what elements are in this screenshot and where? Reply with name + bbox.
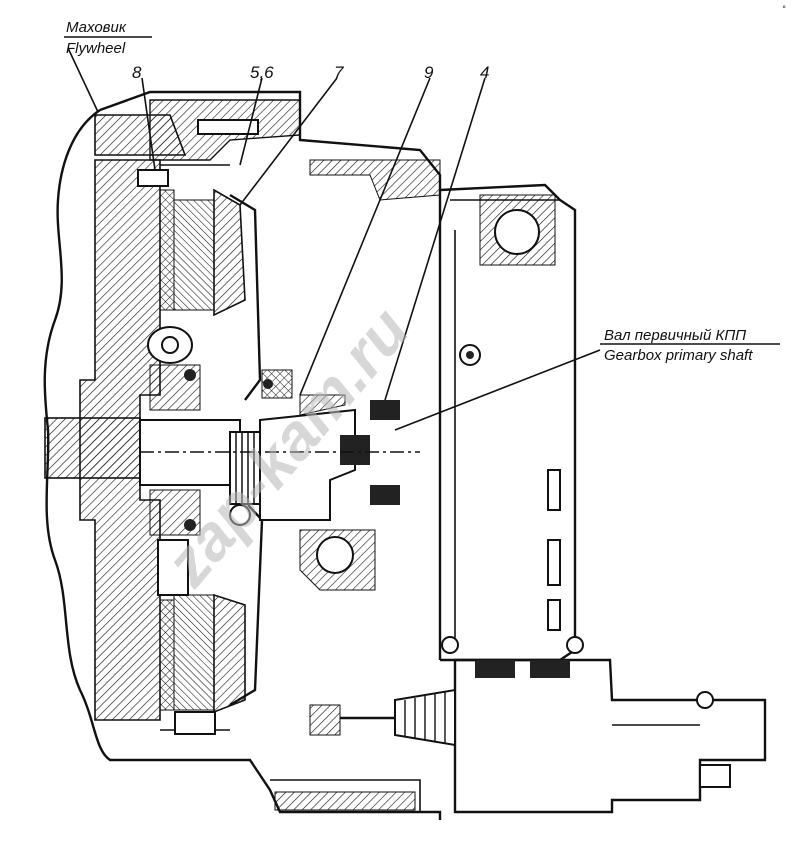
label-shaft-en: Gearbox primary shaft bbox=[604, 347, 753, 364]
corner-mark: ° bbox=[782, 4, 786, 14]
friction-disc bbox=[159, 189, 215, 711]
fastener-bolts bbox=[137, 119, 259, 735]
primary-shaft bbox=[44, 400, 420, 521]
release-bearing bbox=[229, 369, 346, 526]
leader-lines bbox=[64, 36, 780, 431]
label-flywheel-ru: Маховик bbox=[66, 19, 127, 36]
slave-cylinder bbox=[309, 658, 767, 814]
label-shaft-ru: Вал первичный КПП bbox=[604, 327, 746, 344]
label-part-8: 8 bbox=[132, 63, 142, 82]
label-part-7: 7 bbox=[334, 63, 344, 82]
clutch-hub bbox=[147, 326, 201, 596]
label-flywheel-en: Flywheel bbox=[66, 40, 126, 57]
label-part-9: 9 bbox=[424, 63, 434, 82]
label-part-5-6: 5,6 bbox=[250, 63, 274, 82]
pressure-plate bbox=[160, 164, 264, 731]
label-part-4: 4 bbox=[480, 63, 489, 82]
